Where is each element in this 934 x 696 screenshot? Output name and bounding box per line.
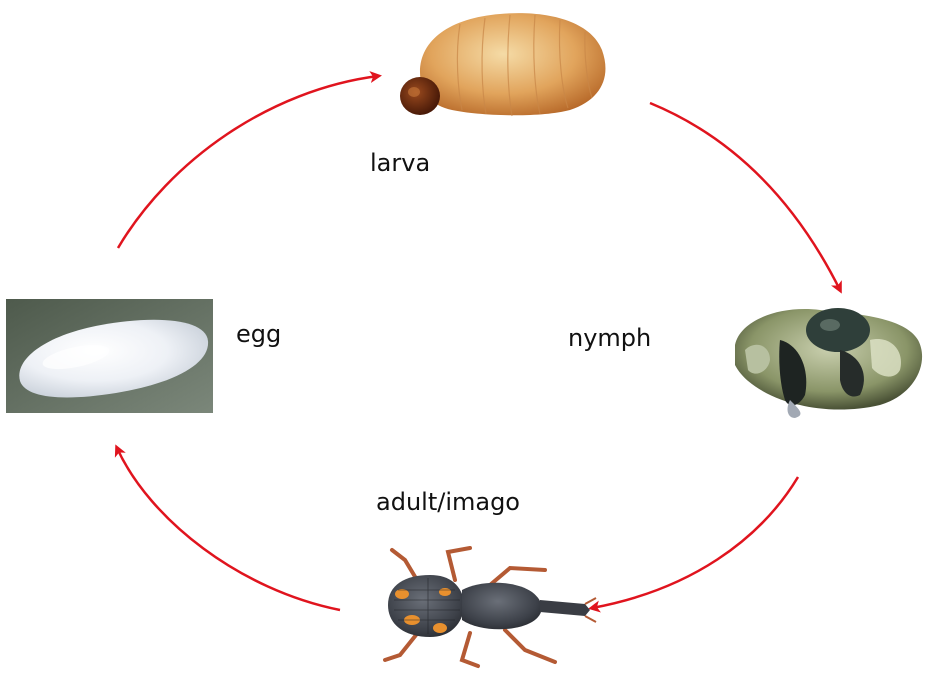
arrow-adult-to-egg <box>114 444 341 612</box>
arrow-egg-to-larva <box>116 71 382 249</box>
adult-label: adult/imago <box>376 488 520 516</box>
arrow-nymph-to-adult <box>588 476 800 613</box>
larva-label: larva <box>370 149 431 177</box>
egg-icon <box>6 299 213 413</box>
egg-label: egg <box>236 320 282 348</box>
arrow-larva-to-nymph <box>649 101 842 294</box>
nymph-label: nymph <box>568 324 652 352</box>
